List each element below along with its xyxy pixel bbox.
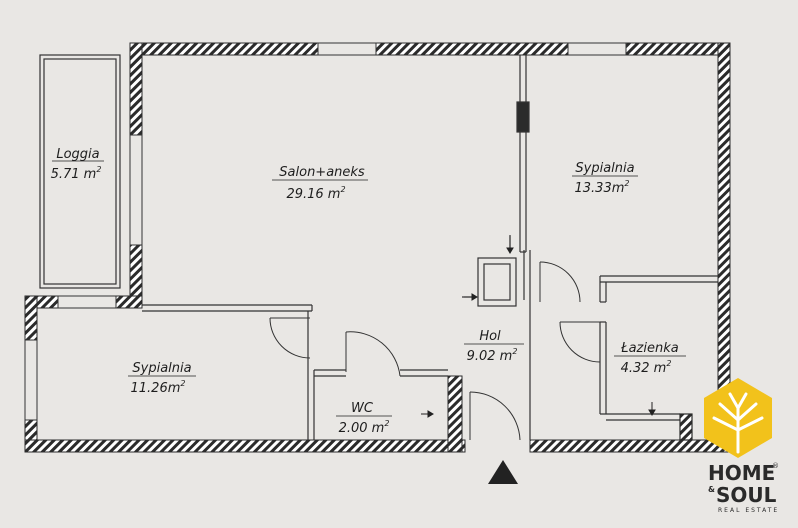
logo-registered: ® (772, 462, 779, 470)
logo-line1: HOME (708, 461, 775, 485)
svg-text:2.00 m2: 2.00 m2 (339, 419, 390, 436)
bedroom-right-name: Sypialnia (575, 161, 634, 176)
doors (269, 261, 601, 441)
interior-walls (142, 55, 718, 441)
hall-unit-sup: 2 (512, 347, 517, 356)
wc-area: 2.00 m (339, 421, 385, 436)
home-and-soul-logo: HOME ® & SOUL REAL ESTATE (704, 378, 779, 514)
room-label-hall: Hol 9.02 m2 (464, 329, 524, 364)
hall-area: 9.02 m (467, 349, 513, 364)
logo-tagline: REAL ESTATE (718, 507, 779, 514)
svg-text:4.32 m2: 4.32 m2 (621, 359, 672, 376)
bathroom-name: Łazienka (620, 341, 678, 356)
salon-unit-sup: 2 (340, 185, 345, 194)
room-label-salon: Salon+aneks 29.16 m2 (272, 165, 368, 202)
hall-name: Hol (479, 329, 501, 344)
bedroom-left-area: 11.26m (131, 381, 181, 396)
room-label-loggia: Loggia 5.71 m2 (51, 147, 104, 182)
salon-name: Salon+aneks (279, 165, 365, 180)
wc-name: WC (351, 401, 374, 416)
room-label-bathroom: Łazienka 4.32 m2 (614, 341, 686, 376)
room-label-bedroom-left: Sypialnia 11.26m2 (128, 361, 196, 396)
tree-icon (712, 392, 764, 454)
wc-unit-sup: 2 (384, 419, 389, 428)
svg-text:5.71 m2: 5.71 m2 (51, 165, 102, 182)
windows (24, 42, 627, 421)
svg-text:13.33m2: 13.33m2 (575, 179, 630, 196)
bedroom-right-area: 13.33m (575, 181, 625, 196)
loggia-unit-sup: 2 (96, 165, 101, 174)
svg-text:11.26m2: 11.26m2 (131, 379, 186, 396)
loggia-outline (39, 54, 121, 289)
bathroom-area: 4.32 m (621, 361, 667, 376)
bedroom-left-name: Sypialnia (132, 361, 191, 376)
room-label-bedroom-right: Sypialnia 13.33m2 (572, 161, 638, 196)
room-label-wc: WC 2.00 m2 (336, 401, 392, 436)
bathroom-unit-sup: 2 (666, 359, 671, 368)
entrance-arrow (488, 460, 518, 484)
svg-text:29.16 m2: 29.16 m2 (286, 185, 345, 202)
bedroom-left-unit-sup: 2 (180, 379, 185, 388)
svg-text:9.02 m2: 9.02 m2 (467, 347, 518, 364)
bedroom-right-unit-sup: 2 (624, 179, 629, 188)
loggia-name: Loggia (56, 147, 99, 162)
loggia-area: 5.71 m (51, 167, 97, 182)
salon-area: 29.16 m (286, 187, 340, 202)
logo-line2: SOUL (716, 483, 777, 507)
logo-amp: & (708, 485, 715, 494)
marker-arrows (421, 236, 656, 418)
